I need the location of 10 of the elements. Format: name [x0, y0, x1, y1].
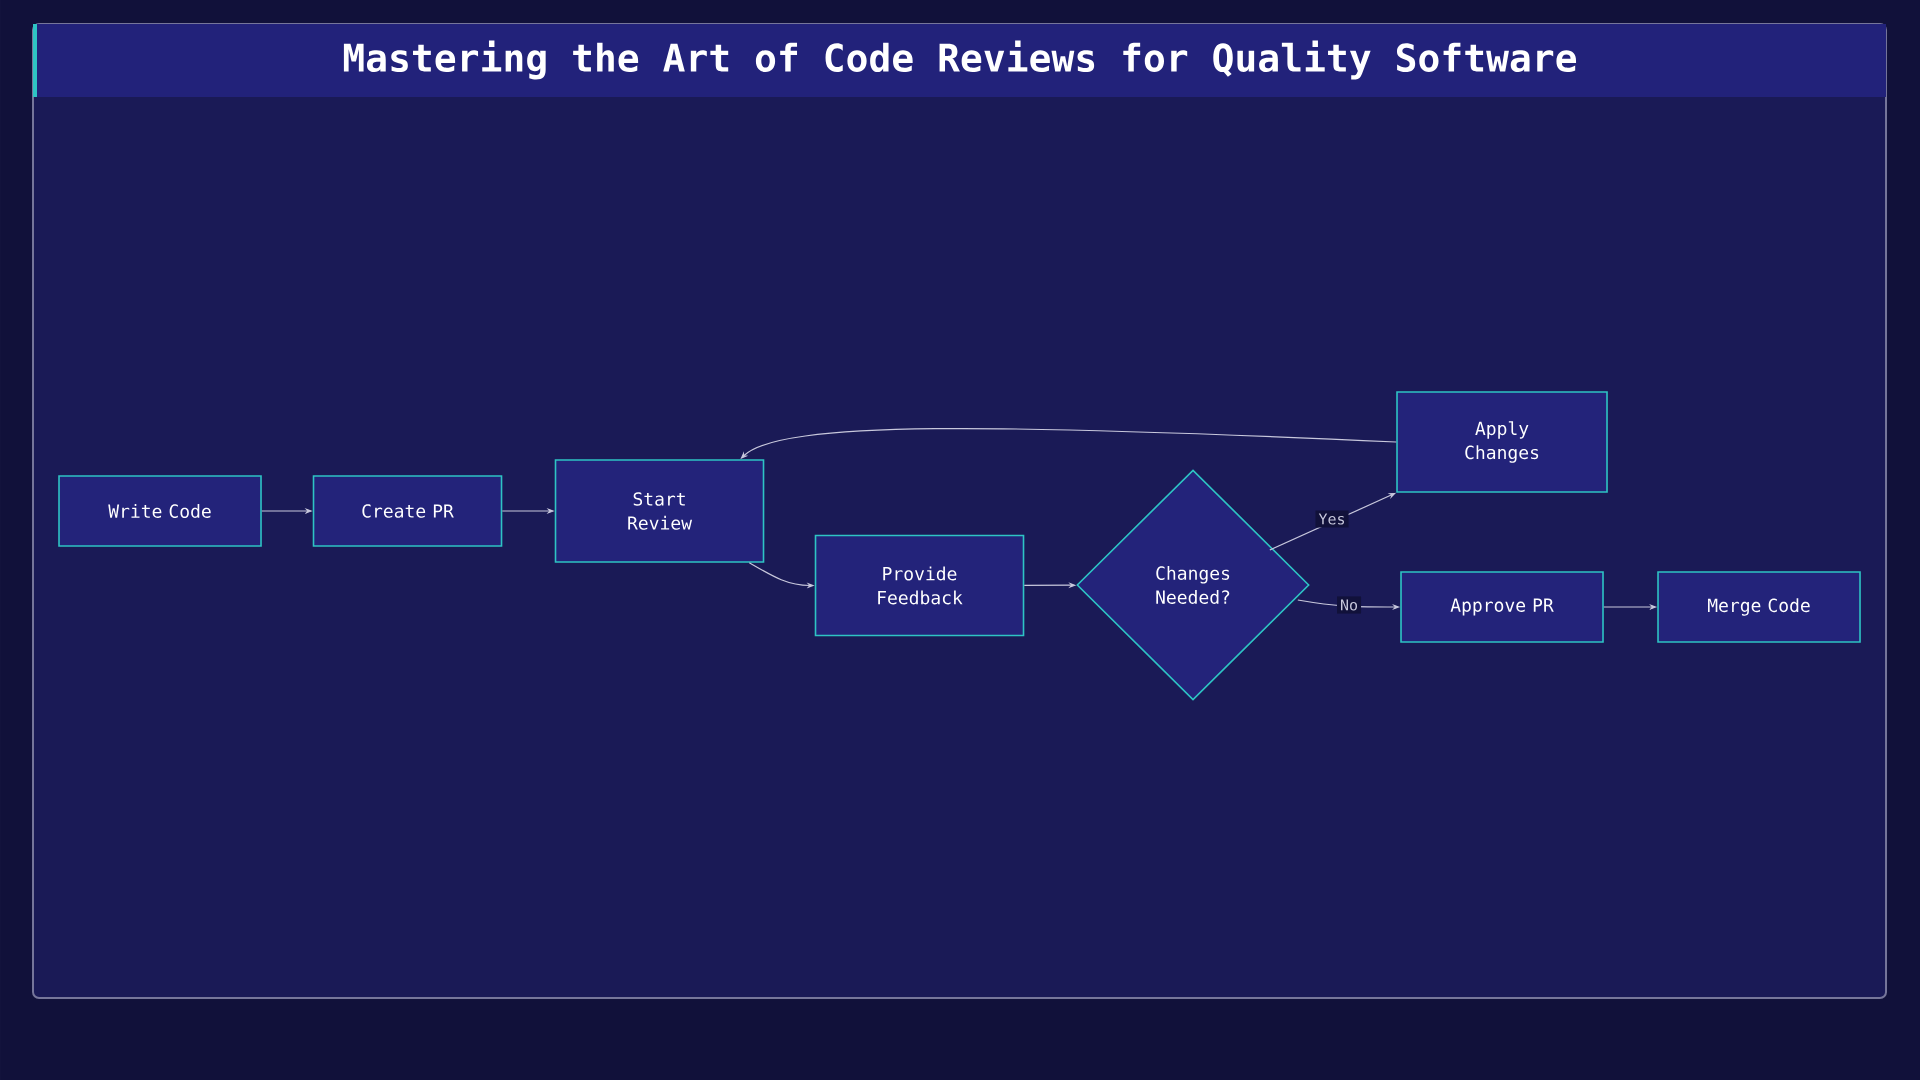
- process-box: Apply Changes: [1396, 391, 1608, 493]
- process-box: Provide Feedback: [814, 534, 1025, 637]
- process-box: Merge Code: [1657, 571, 1861, 643]
- process-box: Write Code: [58, 475, 262, 547]
- edge-label: No: [1337, 596, 1362, 614]
- title-banner: Mastering the Art of Code Reviews for Quality Software: [33, 24, 1886, 97]
- process-box: Start Review: [554, 459, 765, 563]
- edge-label: Yes: [1315, 510, 1349, 528]
- process-box: Approve PR: [1400, 571, 1604, 643]
- process-box: Create PR: [312, 475, 503, 547]
